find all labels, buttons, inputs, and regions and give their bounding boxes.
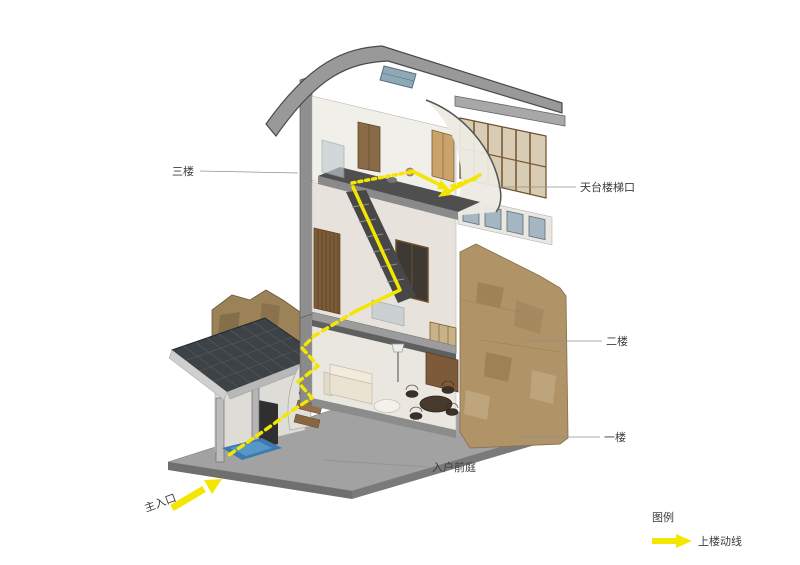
porch-doorway — [258, 400, 278, 448]
ground-slab-edge — [312, 398, 456, 438]
second-floor-slab — [311, 311, 457, 360]
label-main-entrance: 主入口 — [143, 491, 178, 515]
tower-left-wall — [299, 75, 313, 407]
legend-item-label: 上楼动线 — [698, 534, 742, 548]
label-second-floor: 二楼 — [606, 334, 628, 348]
label-first-floor: 一楼 — [604, 430, 626, 444]
arrowhead — [437, 180, 450, 190]
glass-railing — [371, 299, 405, 327]
stone-gable-wall — [459, 243, 569, 449]
glass-railing — [321, 139, 345, 179]
arrowhead — [438, 187, 451, 197]
path-arrow-a-shaft — [410, 169, 440, 186]
main-entrance-arrow — [170, 479, 222, 512]
coffee-table — [373, 399, 401, 413]
legend: 图例 上楼动线 — [652, 510, 742, 548]
arrowhead — [204, 479, 222, 494]
path-arrow-b-shaft — [446, 173, 482, 194]
path-solid-stair — [351, 185, 402, 313]
floor-lamp — [391, 343, 405, 353]
living-room-furniture — [323, 343, 459, 420]
curved-roof — [265, 45, 563, 137]
leader-lines — [199, 170, 602, 468]
tile-lines — [183, 321, 309, 388]
dining-chairs — [405, 380, 459, 420]
cabinet — [425, 351, 459, 393]
dining-table — [419, 395, 453, 413]
legend-title: 图例 — [652, 510, 674, 524]
vault-cut-face — [425, 99, 502, 216]
stool — [387, 177, 397, 183]
label-third-floor: 三楼 — [172, 164, 194, 178]
porch-column — [215, 397, 225, 463]
sofa — [329, 373, 373, 405]
clerestory-window — [528, 215, 546, 241]
circulation-path — [224, 169, 482, 459]
path-dashed-descent — [224, 309, 358, 459]
roof-parapet — [454, 95, 566, 127]
legend-arrow-icon — [676, 534, 692, 548]
path-dashed-top — [350, 170, 412, 185]
label-entry-forecourt: 入户前庭 — [432, 460, 476, 474]
wood-slat-screen — [313, 227, 341, 315]
eave-fascia — [168, 349, 228, 401]
clerestory-window — [506, 210, 524, 236]
label-rooftop-stair: 天台楼梯口 — [580, 180, 635, 194]
